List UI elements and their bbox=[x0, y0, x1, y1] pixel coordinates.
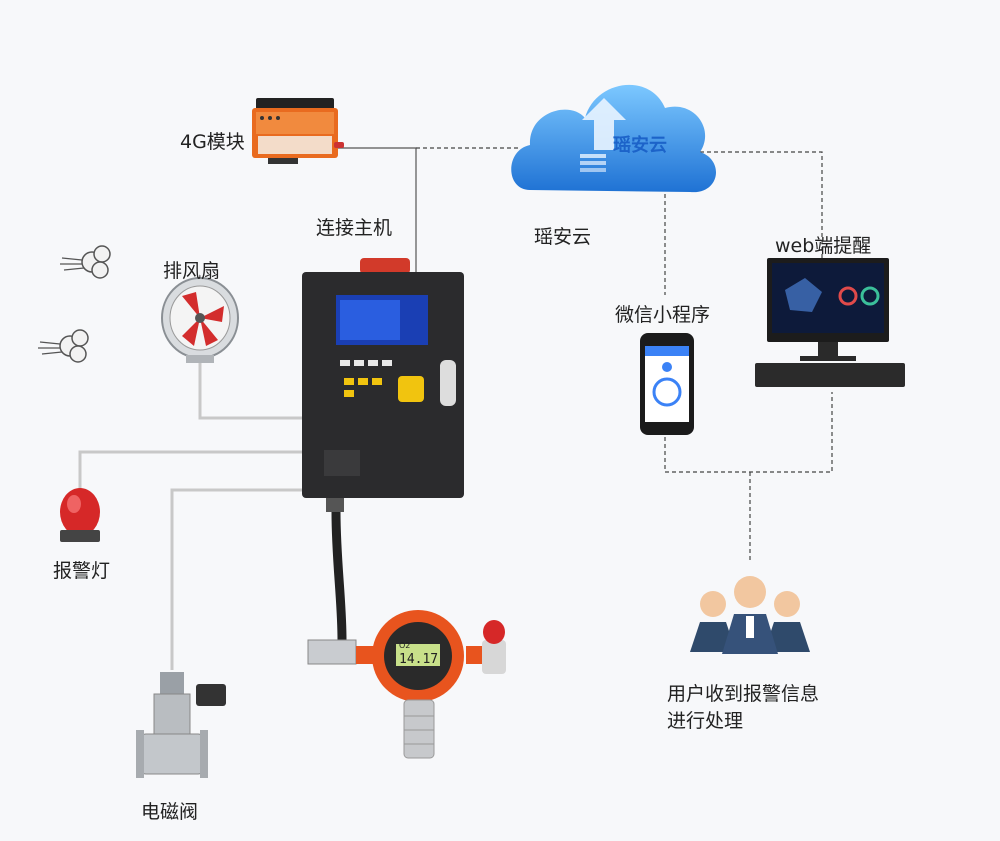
label-host-connection: 连接主机 bbox=[316, 217, 393, 239]
label-user-handling: 用户收到报警信息 进行处理 bbox=[667, 681, 819, 735]
gas-detector bbox=[356, 610, 506, 759]
user-group-icon bbox=[690, 576, 810, 654]
detector-display-value: 14.17 bbox=[399, 652, 439, 667]
desktop-computer-icon bbox=[755, 258, 905, 387]
exhaust-fan-icon bbox=[161, 277, 239, 363]
dashed-cloud-links bbox=[416, 147, 833, 560]
cloud-logo-text: 瑶安云 bbox=[613, 135, 667, 156]
smoke-lines-icon bbox=[38, 257, 85, 355]
label-mini-program: 微信小程序 bbox=[615, 304, 711, 326]
label-4g-module: 4G模块 bbox=[180, 131, 245, 153]
cable-hose bbox=[307, 511, 357, 665]
label-user-line1: 用户收到报警信息 bbox=[667, 683, 820, 705]
detector-display-unit: O2 bbox=[399, 641, 411, 650]
alarm-light-icon bbox=[60, 488, 100, 542]
label-user-line2: 进行处理 bbox=[667, 710, 744, 732]
label-cloud: 瑶安云 bbox=[534, 226, 592, 248]
solenoid-valve-icon bbox=[136, 672, 226, 778]
label-solenoid-valve: 电磁阀 bbox=[141, 801, 199, 823]
label-web-alert: web端提醒 bbox=[775, 235, 872, 257]
mobile-phone-icon bbox=[640, 333, 694, 435]
wire-connections bbox=[78, 345, 302, 670]
label-fan: 排风扇 bbox=[163, 260, 221, 282]
smoke-puff-icon bbox=[59, 245, 111, 363]
module-4g-device bbox=[252, 98, 344, 164]
cloud-icon bbox=[511, 84, 717, 193]
gas-alarm-controller bbox=[302, 258, 464, 512]
network-line-4g-controller bbox=[338, 147, 417, 272]
label-alarm-light: 报警灯 bbox=[53, 560, 111, 582]
